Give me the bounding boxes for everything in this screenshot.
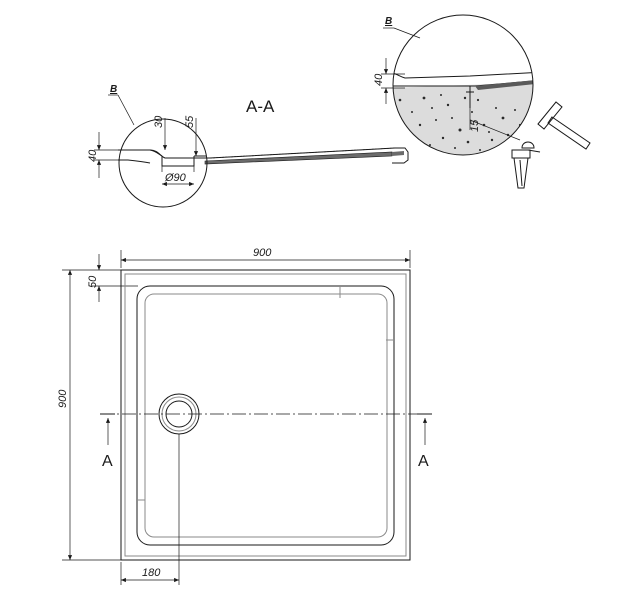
hammer-icon — [537, 101, 591, 150]
tray-outline — [120, 269, 411, 561]
tray-profile — [118, 147, 409, 165]
detail-circle-right: B 40 15 — [373, 14, 534, 156]
dim-30: 30 — [153, 115, 165, 128]
dim-height-left: 40 — [87, 149, 99, 162]
dim-depth: 900 — [57, 389, 69, 408]
detail-label-right: B — [385, 16, 392, 27]
wall-plug-icon — [511, 141, 541, 189]
detail-label-left: B — [110, 84, 117, 95]
section-mark-left: A — [102, 453, 113, 470]
section-view: A-A B — [87, 14, 591, 208]
dim-15: 15 — [469, 119, 481, 132]
dim-height-detail: 40 — [373, 73, 385, 86]
dim-width: 900 — [253, 247, 272, 259]
dim-drain-offset: 180 — [142, 567, 161, 579]
dim-55: 55 — [184, 115, 196, 128]
plan-view: 900 900 50 A — [57, 247, 432, 585]
section-mark-right: A — [418, 453, 429, 470]
section-title: A-A — [246, 97, 275, 116]
detail-circle-left: B 40 30 55 Ø90 — [87, 84, 208, 208]
dim-rim: 50 — [87, 275, 99, 288]
dim-drain-diameter: Ø90 — [164, 172, 187, 184]
